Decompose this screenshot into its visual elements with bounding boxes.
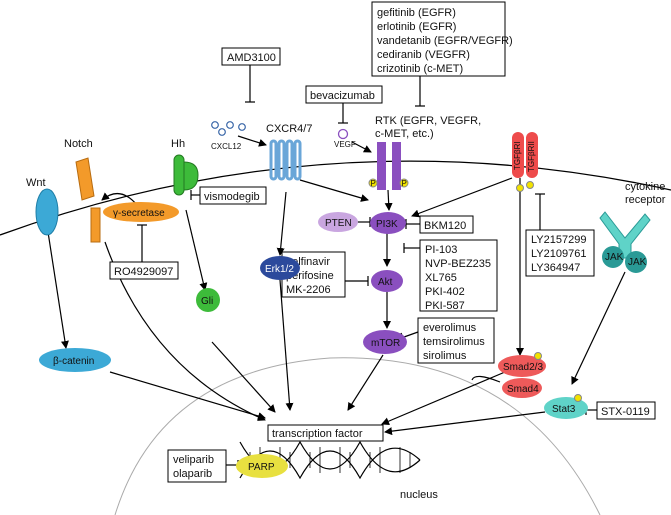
nucleus-label: nucleus [400, 489, 438, 501]
drug-gefitinib: gefitinib (EGFR) [377, 7, 456, 19]
hh-receptor: Hh [171, 138, 199, 196]
gamma-secretase-node: γ-secretase [103, 202, 179, 222]
drug-stx0119: STX-0119 [601, 406, 650, 418]
pi3k-node: PI3K [370, 212, 406, 234]
connector-lines [47, 65, 626, 470]
transcription-factor-label: transcription factor [272, 428, 363, 440]
drug-mk2206: MK-2206 [286, 284, 331, 296]
drug-ly2157299: LY2157299 [531, 234, 586, 246]
drug-bevacizumab: bevacizumab [310, 90, 375, 102]
drug-erlotinib: erlotinib (EGFR) [377, 21, 456, 33]
smad23-node: Smad2/3 [498, 352, 546, 377]
wnt-label: Wnt [26, 177, 46, 189]
stx0119-box: STX-0119 [596, 401, 656, 420]
stat3-label: Stat3 [552, 404, 576, 415]
cxcr-label: CXCR4/7 [266, 123, 312, 135]
beta-catenin-label: β-catenin [53, 356, 94, 367]
gamma-secretase-label: γ-secretase [113, 208, 165, 219]
vismodegib-box: vismodegib [199, 186, 267, 205]
cxcr-receptor: CXCR4/7 [266, 123, 312, 181]
mtor-label: mTOR [371, 338, 400, 349]
drug-amd3100: AMD3100 [227, 52, 276, 64]
drug-vandetanib: vandetanib (EGFR/VEGFR) [377, 35, 513, 47]
akt-label: Akt [378, 277, 393, 288]
smad23-label: Smad2/3 [503, 362, 543, 373]
cytokine-receptor: cytokine receptor JAK JAK [599, 181, 666, 273]
pten-node: PTEN [318, 212, 358, 232]
parp-label: PARP [248, 462, 275, 473]
pi3k-label: PI3K [376, 219, 398, 230]
cytokine-label-line1: cytokine [625, 181, 665, 193]
notch-label: Notch [64, 138, 93, 150]
rtk-inhibitor-box: gefitinib (EGFR) erlotinib (EGFR) vandet… [371, 1, 513, 77]
cxcl12-ligand: CXCL12 [211, 121, 246, 151]
drug-pki587: PKI-587 [425, 300, 465, 312]
amd3100-box: AMD3100 [221, 47, 281, 66]
rtk-receptor: RTK (EGFR, VEGFR, c-MET, etc.) P P [368, 115, 481, 190]
drug-crizotinib: crizotinib (c-MET) [377, 63, 463, 75]
cxcl12-label: CXCL12 [211, 142, 242, 151]
cytokine-label-line2: receptor [625, 194, 666, 206]
erk-label: Erk1/2 [265, 264, 294, 275]
drug-everolimus: everolimus [423, 322, 477, 334]
tgfb-receptor: TGFβRI TGFβRII [512, 132, 538, 192]
smad4-label: Smad4 [507, 384, 539, 395]
gli-label: Gli [201, 296, 213, 307]
parp-inhibitor-box: veliparib olaparib [167, 449, 227, 483]
drug-pi103: PI-103 [425, 244, 457, 256]
tgfb-inhibitor-box: LY2157299 LY2109761 LY364947 [525, 229, 595, 277]
mtor-node: mTOR [363, 330, 407, 354]
drug-vismodegib: vismodegib [204, 191, 260, 203]
drug-bkm120: BKM120 [424, 220, 466, 232]
rtk-label-line2: c-MET, etc.) [375, 128, 434, 140]
drug-nvp-bez235: NVP-BEZ235 [425, 258, 491, 270]
drug-veliparib: veliparib [173, 454, 214, 466]
smad4-node: Smad4 [502, 378, 542, 398]
notch-receptor: Notch [64, 138, 101, 243]
tgfbr2-label: TGFβRII [527, 141, 536, 172]
drug-pki402: PKI-402 [425, 286, 465, 298]
hh-label: Hh [171, 138, 185, 150]
drug-cediranib: cediranib (VEGFR) [377, 49, 470, 61]
drug-olaparib: olaparib [173, 468, 212, 480]
jak-right-label: JAK [628, 257, 647, 268]
bevacizumab-box: bevacizumab [305, 85, 383, 104]
erk-node: Erk1/2 [260, 256, 300, 280]
vegf-ligand: VEGF [334, 128, 356, 149]
pi3k-inhibitor-box: PI-103 NVP-BEZ235 XL765 PKI-402 PKI-587 [419, 239, 498, 312]
rtk-label-line1: RTK (EGFR, VEGFR, [375, 115, 481, 127]
drug-ro4929097: RO4929097 [114, 266, 173, 278]
akt-node: Akt [371, 270, 403, 292]
rtk-phospho-right: P [402, 179, 407, 188]
vegf-label: VEGF [334, 140, 356, 149]
bkm120-box: BKM120 [419, 215, 474, 234]
drug-ly364947: LY364947 [531, 262, 580, 274]
nuclear-membrane [114, 357, 601, 515]
pten-label: PTEN [325, 218, 352, 229]
stat3-node: Stat3 [544, 394, 588, 419]
transcription-factor-box: transcription factor [267, 424, 384, 442]
cell-membrane [0, 160, 671, 236]
drug-temsirolimus: temsirolimus [423, 336, 485, 348]
drug-xl765: XL765 [425, 272, 457, 284]
drug-ly2109761: LY2109761 [531, 248, 586, 260]
ro4929097-box: RO4929097 [109, 261, 179, 280]
jak-left-label: JAK [605, 252, 624, 263]
wnt-receptor: Wnt [26, 177, 59, 236]
beta-catenin-node: β-catenin [39, 348, 111, 372]
gli-node: Gli [196, 288, 220, 312]
mtor-inhibitor-box: everolimus temsirolimus sirolimus [417, 317, 495, 364]
rtk-phospho-left: P [371, 179, 376, 188]
parp-node: PARP [236, 454, 288, 478]
drug-sirolimus: sirolimus [423, 350, 467, 362]
tgfbr1-label: TGFβRI [513, 141, 522, 170]
